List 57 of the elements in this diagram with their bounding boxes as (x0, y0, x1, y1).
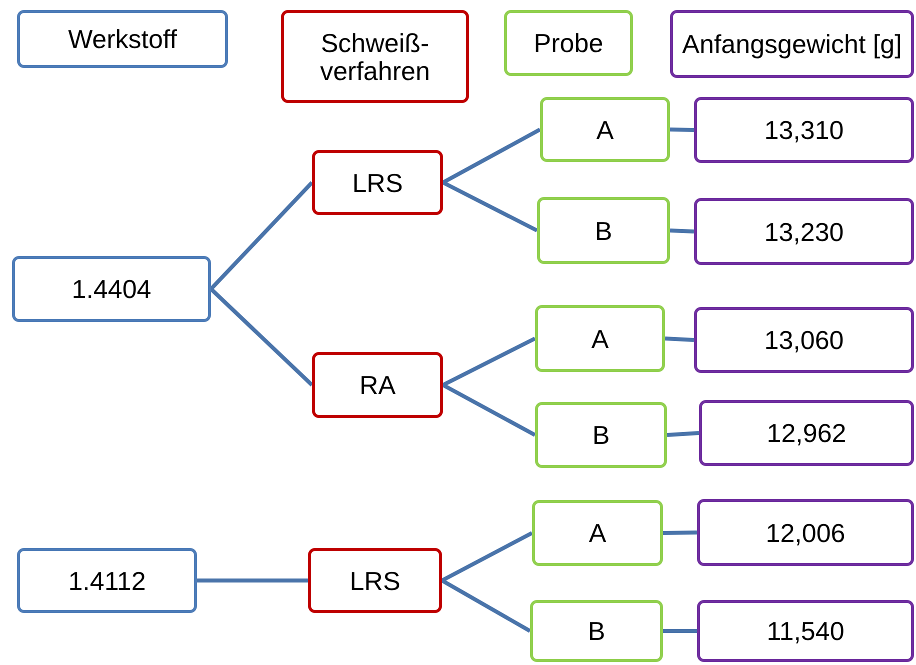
category-box (532, 500, 663, 566)
node-label: 13,060 (764, 326, 844, 354)
connector-line (441, 531, 533, 582)
category-box (535, 305, 665, 372)
category-box (312, 352, 443, 418)
connector-line (210, 288, 314, 386)
category-box (308, 548, 442, 613)
connector-line (210, 181, 314, 290)
connector-line (666, 431, 700, 437)
node-label: 12,006 (766, 518, 846, 546)
header-box (281, 10, 469, 103)
header-box (504, 10, 633, 76)
connector-line (197, 578, 308, 582)
header-box (17, 10, 228, 68)
connector-line (670, 228, 694, 234)
value-box (697, 600, 914, 662)
connector-line (442, 383, 536, 437)
node-label: Anfangsgewicht [g] (682, 30, 902, 58)
node-label: B (594, 216, 612, 244)
header-box (670, 10, 914, 78)
node-label: 11,540 (766, 617, 844, 645)
category-box (312, 150, 443, 215)
category-box (535, 402, 667, 468)
node-label: LRS (352, 168, 403, 196)
node-label: 13,230 (764, 218, 844, 246)
value-box (697, 499, 914, 566)
category-box (540, 97, 670, 162)
node-label: A (596, 116, 614, 144)
node-label: RA (359, 371, 396, 399)
node-label: Schweiß- verfahren (319, 28, 431, 84)
node-label: 13,310 (764, 116, 844, 144)
value-box (699, 400, 914, 466)
connector-line (662, 530, 698, 535)
category-box (537, 197, 670, 264)
category-box (17, 548, 197, 613)
node-label: A (588, 519, 606, 547)
connector-line (442, 128, 541, 184)
connector-line (664, 336, 694, 342)
node-label: 1.4112 (68, 566, 146, 594)
node-label: B (592, 421, 610, 449)
node-label: LRS (350, 566, 400, 594)
connector-line (670, 128, 694, 132)
node-label: 1.4404 (72, 275, 152, 303)
node-label: Werkstoff (68, 25, 177, 53)
value-box (694, 198, 914, 265)
connector-line (663, 629, 697, 633)
connector-line (442, 180, 538, 232)
node-label: A (591, 324, 609, 352)
node-label: 12,962 (766, 419, 846, 447)
connector-line (441, 578, 531, 633)
connector-line (442, 336, 536, 387)
node-label: B (588, 617, 606, 645)
node-label: Probe (534, 29, 604, 57)
category-box (12, 256, 211, 322)
value-box (694, 97, 914, 163)
value-box (694, 307, 914, 373)
category-box (530, 600, 663, 662)
